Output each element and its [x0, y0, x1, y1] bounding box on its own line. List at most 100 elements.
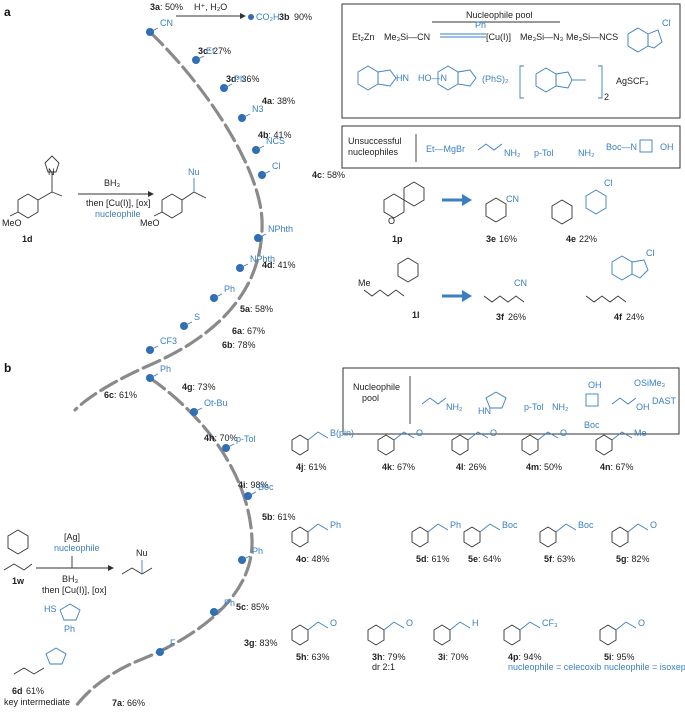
product-3f-yield: 26%: [508, 312, 526, 322]
cond-a-line1: BH₃: [104, 178, 121, 188]
pool-b-item-8: Boc: [584, 420, 600, 430]
arc-b-tag-3g: 3g: [244, 638, 255, 648]
grid-group-4k: O: [416, 428, 423, 438]
panel-b-arrowhead: [108, 565, 114, 571]
arc-b-group-4h: Ot-Bu: [204, 398, 228, 408]
panel-a-product-meo: MeO: [140, 218, 160, 228]
nucleophile-pool-title: Nucleophile pool: [466, 10, 533, 20]
arc-a-tag-4c: 4c: [312, 170, 322, 180]
example-1p-structure: [383, 181, 425, 219]
example-1l-tag: 1l: [412, 310, 420, 320]
grid-tag-4n: 4n: [600, 462, 611, 472]
grid-label-5d: 5d: 61%: [416, 554, 450, 564]
example-1l-arrowhead: [462, 290, 472, 302]
arc-b-bond-5b: [247, 491, 257, 497]
panel-b-arc: [74, 376, 254, 708]
panel-b-product-grid: B(pin)4j: 61%O4k: 67%O4l: 26%O4m: 50%Me4…: [291, 428, 685, 672]
grid-tag-5f: 5f: [544, 554, 553, 564]
product-4f-structure: [585, 255, 649, 303]
arc-a-bond-3d: [223, 83, 233, 89]
arc-b-group-5b: Boc: [258, 482, 274, 492]
arc-b-label-7a: 7a: 66%: [112, 698, 145, 708]
arc-a-yield-3c: : 27%: [208, 46, 231, 56]
pool-b-amide: [421, 397, 447, 405]
pool-item-6: Cl: [662, 18, 671, 28]
unsuccessful-box: [341, 125, 681, 169]
grid-ring-4o: [291, 526, 309, 548]
start-1d-n: N: [48, 167, 55, 177]
grid-bond-5e: [479, 523, 501, 533]
arc-b-bond-3g: [213, 607, 223, 613]
product-3f-group: CN: [514, 278, 527, 288]
arc-a-group-4b: NCS: [266, 136, 285, 146]
example-1p-arrowhead: [462, 194, 472, 206]
arc-a-tag-3a: 3a: [150, 2, 161, 12]
arc-b-bond-4g: [149, 373, 159, 379]
unsuccessful-amide: [477, 143, 503, 151]
pool-disulfide: [519, 65, 603, 99]
pool-item-1: Me₃Si—CN: [384, 32, 430, 42]
intermediate-6d-structure: [13, 647, 67, 675]
arc-b-group-5c: Ph: [252, 546, 263, 556]
arc-a-label-5a: 5a: 58%: [240, 304, 273, 314]
nucleophile-pool-box: [341, 3, 681, 119]
arc-b-yield-3g: : 83%: [255, 638, 278, 648]
grid-group-5h: O: [330, 618, 337, 628]
intermediate-6d-note: key intermediate: [4, 697, 70, 707]
pool-b-item-2: NH₂: [552, 402, 569, 412]
arc-b-label-4i: 4i: 98%: [238, 480, 269, 490]
grid-tag-4m: 4m: [526, 462, 539, 472]
grid-group-4p: CF₃: [542, 618, 558, 628]
pool-phthalimide: [357, 65, 397, 91]
hydrolysis-reagent: H⁺, H₂O: [194, 2, 227, 12]
panel-a-product-nu: Nu: [188, 167, 200, 177]
grid-group-4o: Ph: [330, 520, 341, 530]
arc-b-bond-5c: [241, 555, 251, 561]
pool-b-item-5: OSiMe₃: [634, 378, 666, 388]
unsuccessful-item-3: NH₂: [578, 148, 595, 158]
grid-yield-5i: : 95%: [612, 652, 635, 662]
arc-b-yield-4i: : 98%: [246, 480, 269, 490]
grid-tag-4l: 4l: [456, 462, 464, 472]
grid-tag-5e: 5e: [468, 554, 478, 564]
grid-label-5g: 5g: 82%: [616, 554, 650, 564]
grid-tag-5h: 5h: [296, 652, 307, 662]
grid-tag-4p: 4p: [508, 652, 519, 662]
start-1w-chain: [3, 563, 33, 571]
example-1l-me: Me: [358, 278, 371, 288]
grid-bond-4l: [467, 431, 489, 441]
start-1d-meo: MeO: [2, 218, 22, 228]
product-3e-group: CN: [506, 194, 519, 204]
thiol-ring: [59, 603, 81, 621]
grid-extra-5i: nucleophile = isoxepac: [604, 662, 685, 672]
arc-a-yield-5a: : 58%: [250, 304, 273, 314]
product-4f-tag: 4f: [614, 312, 623, 322]
grid-ring-5e: [463, 526, 481, 548]
grid-label-5h: 5h: 63%: [296, 652, 330, 662]
grid-label-5i: 5i: 95%: [604, 652, 635, 662]
grid-ring-4n: [595, 434, 613, 456]
grid-ring-5i: [599, 624, 617, 646]
arc-a-yield-4c: : 58%: [322, 170, 345, 180]
grid-tag-3i: 3i: [438, 652, 446, 662]
grid-bond-4p: [519, 621, 541, 631]
arc-a-tag-4b: 4b: [258, 130, 269, 140]
grid-group-5f: Boc: [578, 520, 594, 530]
arc-b-label-4g: 4g: 73%: [182, 382, 216, 392]
arc-a-yield-3d: : 36%: [237, 74, 260, 84]
arc-a-group-6c: CF3: [160, 336, 177, 346]
product-4e-tag: 4e: [566, 234, 576, 244]
grid-label-4l: 4l: 26%: [456, 462, 487, 472]
grid-yield-5e: : 64%: [478, 554, 501, 564]
arc-b-bond-4i: [225, 443, 235, 449]
panel-b-arc-dots: [146, 374, 252, 656]
grid-bond-4k: [393, 431, 415, 441]
grid-label-5f: 5f: 63%: [544, 554, 575, 564]
arc-b-tag-4g: 4g: [182, 382, 193, 392]
grid-label-3h: 3h: 79%: [372, 652, 406, 662]
arc-b-group-3g: Ph: [224, 598, 235, 608]
arc-a-tag-4d: 4d: [262, 260, 273, 270]
arc-a-label-3c: 3c: 27%: [198, 46, 231, 56]
